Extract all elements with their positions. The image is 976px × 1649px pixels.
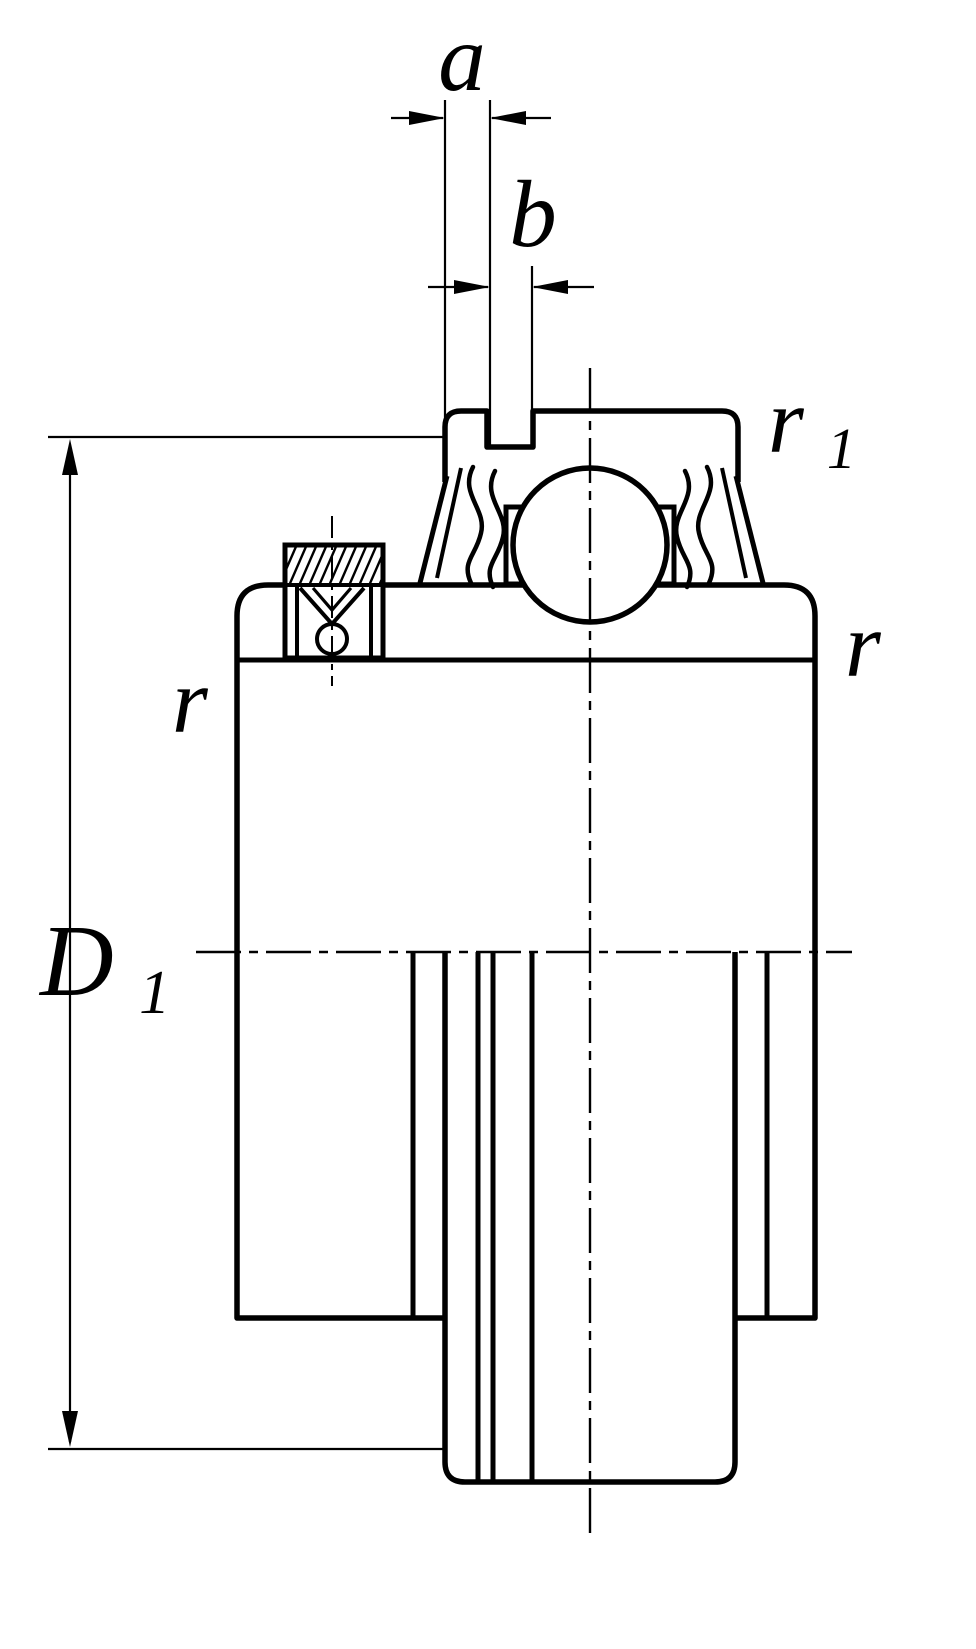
dim-b-arrow-right [532, 280, 568, 294]
label-r1: r 1 [768, 370, 856, 481]
dimension-a [391, 100, 551, 450]
dim-b-arrow-left [454, 280, 490, 294]
set-screw-knurl-hatch [287, 547, 381, 584]
collar-slope-left-inner [435, 467, 463, 579]
label-d1-main: D [38, 905, 114, 1018]
collar-outline [442, 408, 741, 482]
label-a: a [438, 5, 486, 111]
label-r-right: r [845, 594, 882, 696]
labels: a b r 1 r r D 1 [38, 5, 882, 1027]
seal-left-outer [465, 464, 485, 586]
dimension-d1 [48, 435, 482, 1451]
label-d1: D 1 [38, 905, 170, 1027]
collar-slope-right-outer [733, 475, 766, 584]
centerlines [196, 368, 852, 1534]
dim-a-arrow-right [490, 111, 526, 125]
seal-right-outer [695, 464, 715, 586]
collar-slope-right-inner [720, 467, 748, 579]
label-r1-sub: 1 [827, 416, 856, 481]
dim-d1-arrow-top [62, 439, 78, 475]
sleeve-outline [442, 952, 738, 1485]
dim-d1-arrow-bottom [62, 1411, 78, 1447]
set-screw [282, 516, 386, 686]
label-d1-sub: 1 [139, 959, 170, 1027]
seals [465, 464, 715, 590]
label-b: b [509, 161, 557, 267]
seal-right-inner [673, 468, 693, 590]
locking-collar [417, 408, 766, 584]
label-r1-main: r [768, 370, 805, 472]
label-r-left: r [172, 650, 209, 752]
seal-left-inner [487, 468, 507, 590]
dim-a-arrow-left [409, 111, 445, 125]
collar-slope-left-outer [417, 475, 450, 584]
